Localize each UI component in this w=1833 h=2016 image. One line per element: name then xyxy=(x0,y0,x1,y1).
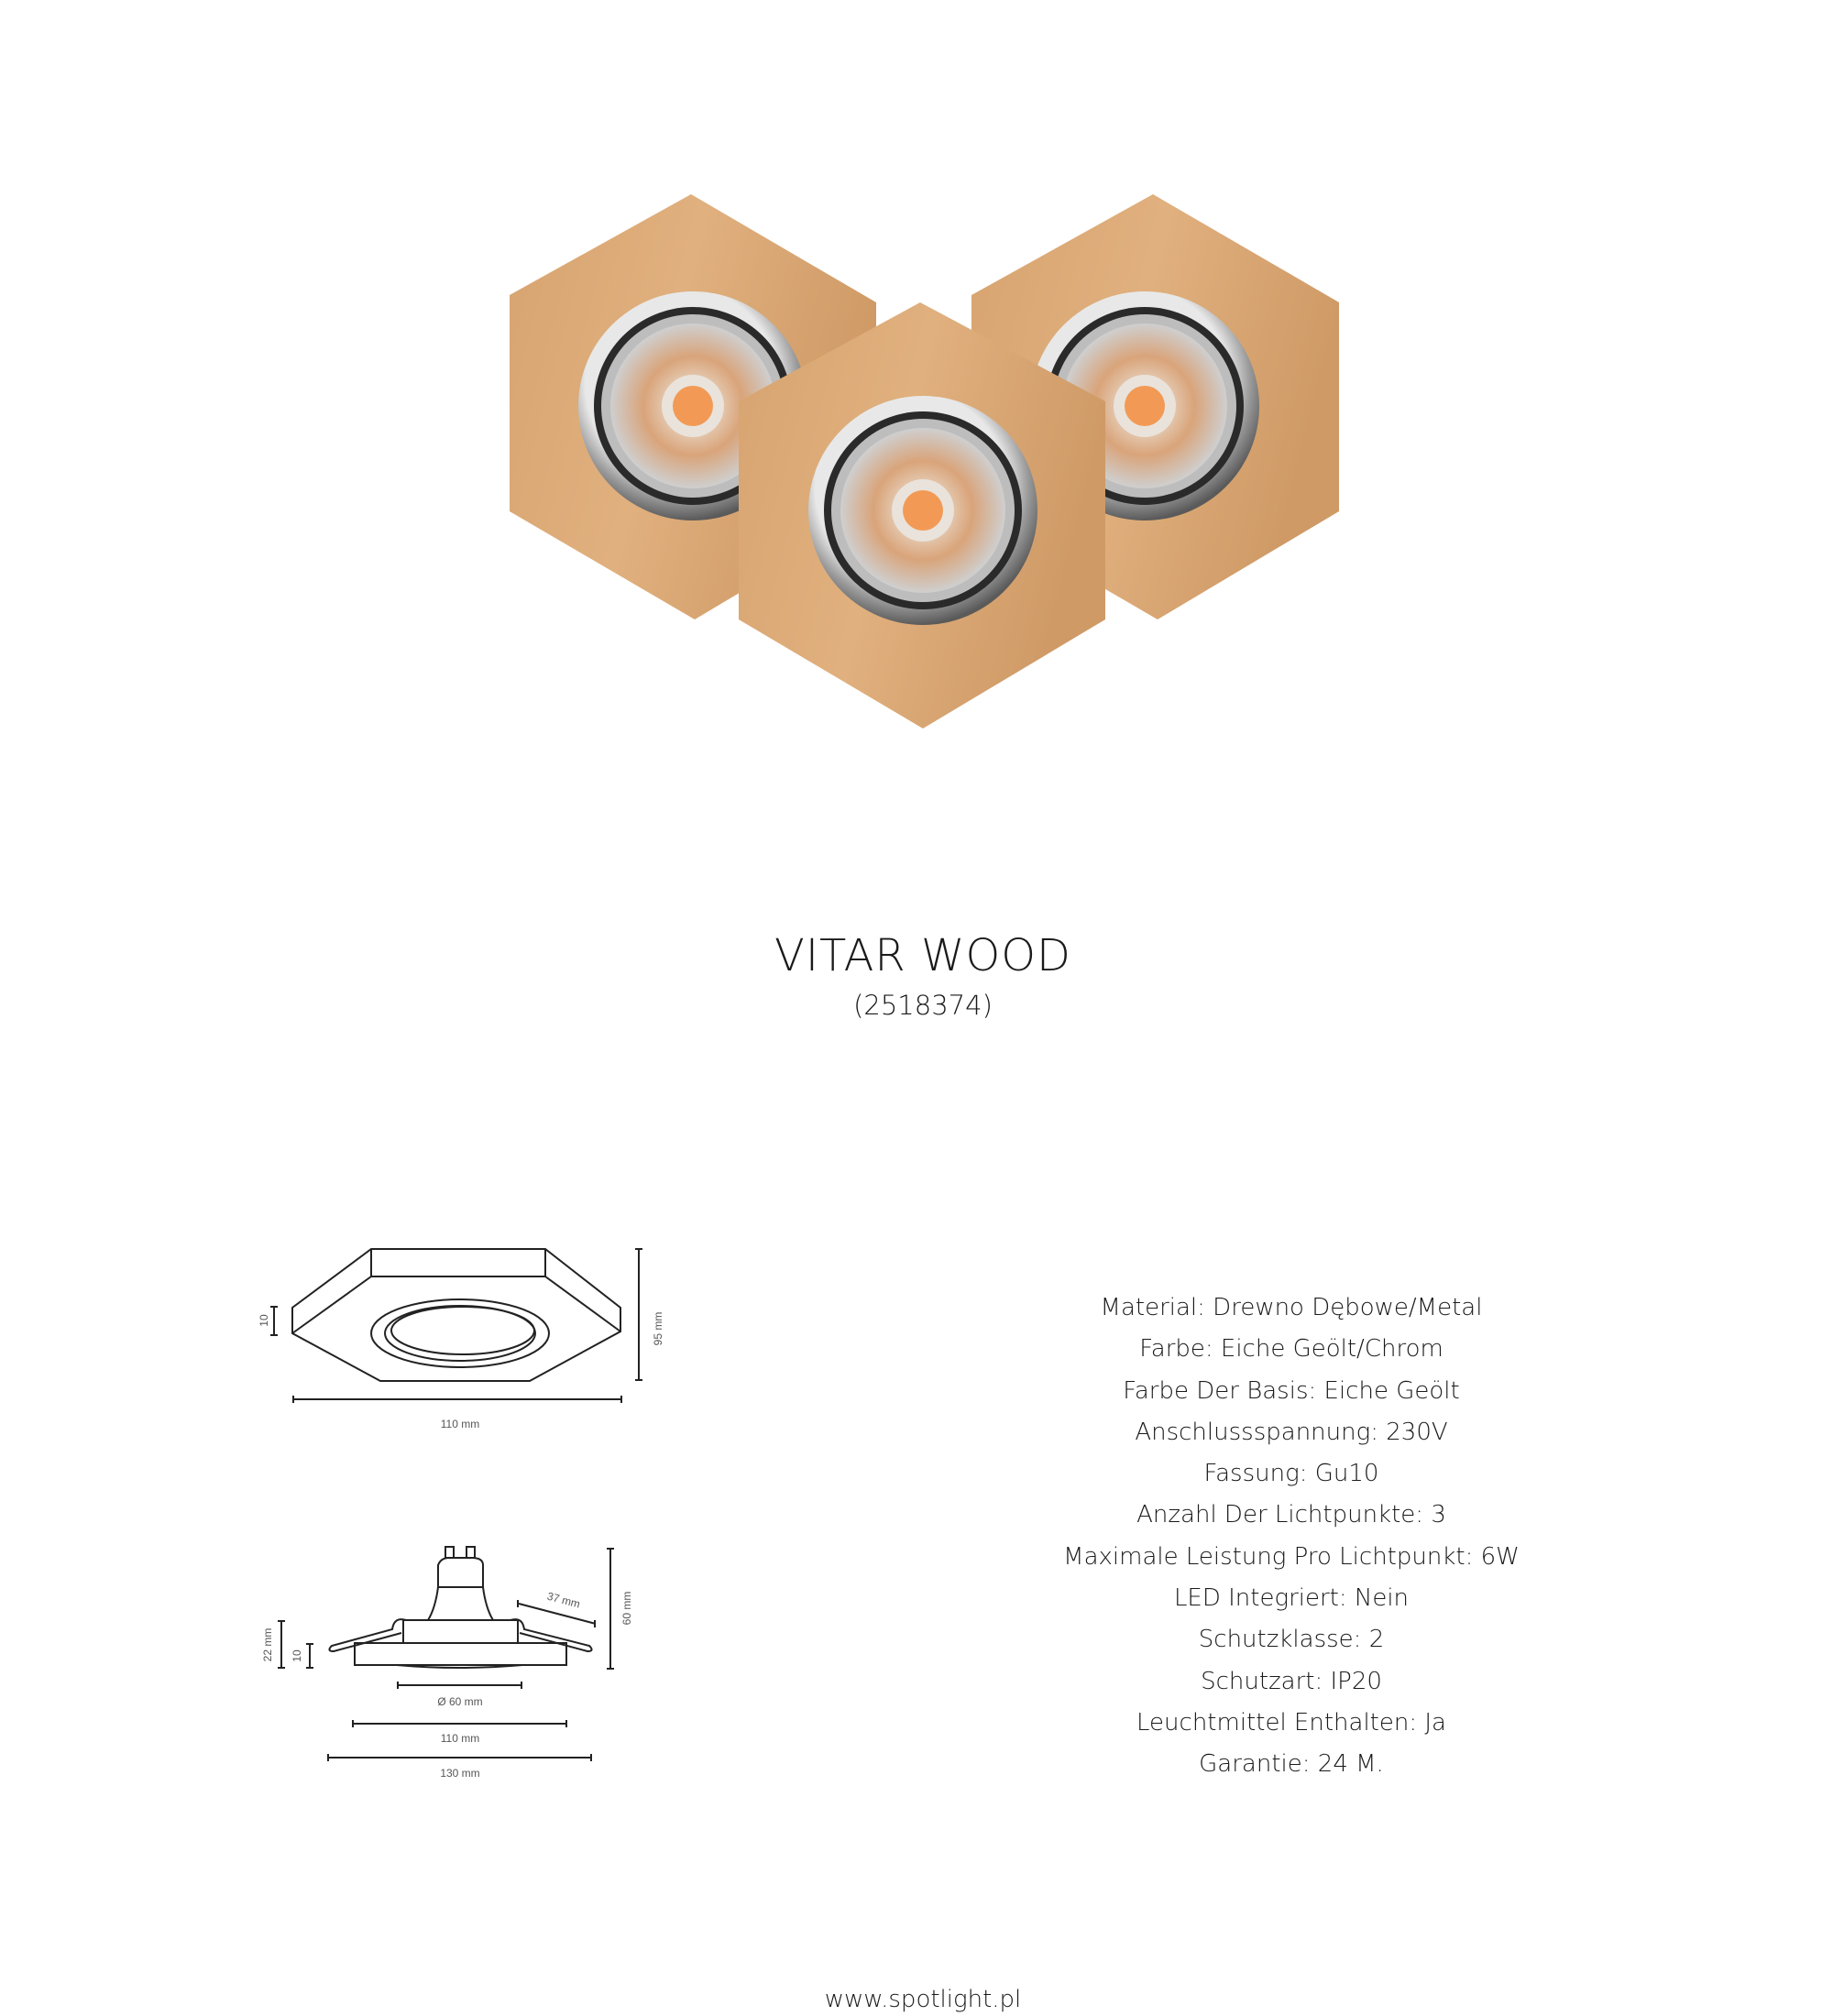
spec-ip-rating: Schutzart: IP20 xyxy=(1201,1667,1382,1695)
top-width-label: 110 mm xyxy=(441,1418,479,1430)
spec-base-color: Farbe Der Basis: Eiche Geölt xyxy=(1123,1376,1460,1405)
specifications-list: Material: Drewno Dębowe/Metal Farbe: Eic… xyxy=(1016,1287,1566,1786)
side-overall-height-label: 60 mm xyxy=(620,1592,633,1626)
product-code: (2518374) xyxy=(853,990,993,1021)
side-cutout-label: Ø 60 mm xyxy=(437,1695,482,1708)
side-spring-label: 37 mm xyxy=(546,1590,582,1611)
top-height-label: 10 xyxy=(258,1314,270,1327)
side-view-drawing xyxy=(278,1546,614,1761)
spec-material: Material: Drewno Dębowe/Metal xyxy=(1100,1294,1483,1321)
spec-max-power: Maximale Leistung Pro Lichtpunkt: 6W xyxy=(1063,1542,1520,1571)
spec-voltage: Anschlussspannung: 230V xyxy=(1135,1418,1448,1446)
top-depth-label: 95 mm xyxy=(652,1312,664,1346)
spec-protection-class: Schutzklasse: 2 xyxy=(1198,1626,1385,1654)
side-plate-height-label: 10 xyxy=(291,1649,303,1662)
spec-led-integrated: LED Integriert: Nein xyxy=(1173,1584,1410,1613)
product-title: VITAR WOOD xyxy=(774,930,1071,981)
spec-color: Farbe: Eiche Geölt/Chrom xyxy=(1139,1335,1443,1364)
spec-socket: Fassung: Gu10 xyxy=(1203,1460,1379,1488)
spec-warranty: Garantie: 24 M. xyxy=(1199,1750,1384,1779)
spec-bulb-included: Leuchtmittel Enthalten: Ja xyxy=(1136,1708,1446,1737)
wood-hexagon-center xyxy=(739,302,1105,729)
side-total-height-label: 22 mm xyxy=(261,1628,274,1662)
technical-drawings: 10 95 mm 110 mm 22 mm 10 60 mm 37 mm Ø 6… xyxy=(258,1248,664,1780)
spec-light-points: Anzahl Der Lichtpunkte: 3 xyxy=(1136,1501,1446,1529)
website-link[interactable]: www.spotlight.pl xyxy=(824,1986,1022,2013)
side-width-label: 110 mm xyxy=(441,1732,479,1745)
product-photo xyxy=(510,194,1339,729)
side-span-label: 130 mm xyxy=(440,1767,479,1780)
top-view-drawing xyxy=(270,1248,642,1403)
